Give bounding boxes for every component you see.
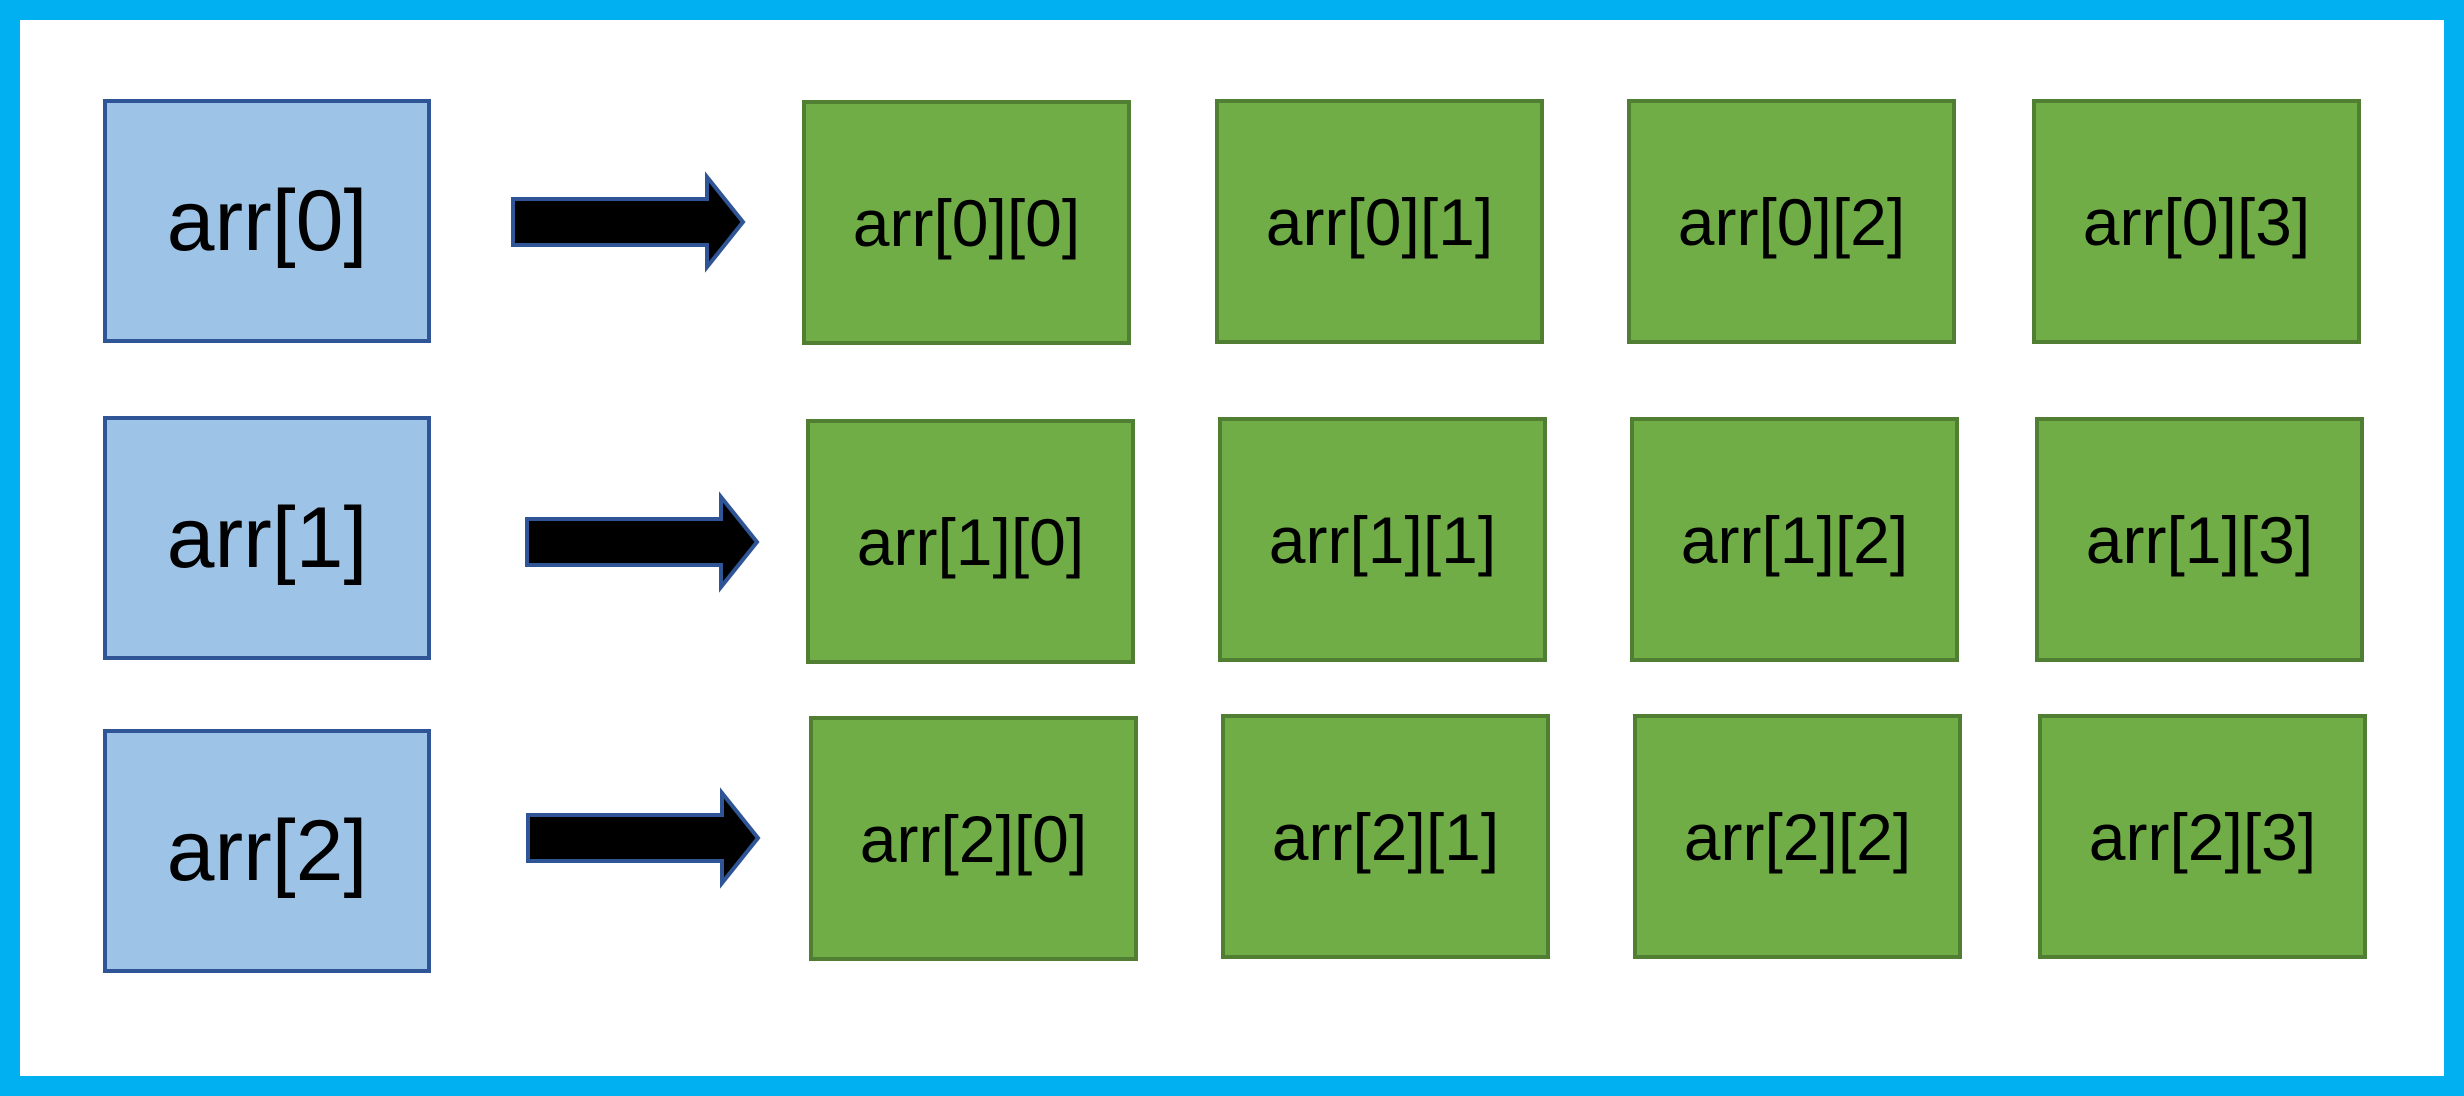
cell-2-3: arr[2][3]	[2038, 714, 2367, 959]
cell-1-3: arr[1][3]	[2035, 417, 2364, 662]
cell-1-1: arr[1][1]	[1218, 417, 1547, 662]
cell-2-0: arr[2][0]	[809, 716, 1138, 961]
row-2-label: arr[2]	[103, 729, 431, 973]
cell-2-1: arr[2][1]	[1221, 714, 1550, 959]
cell-0-0: arr[0][0]	[802, 100, 1131, 345]
row-0-label: arr[0]	[103, 99, 431, 343]
cell-0-1: arr[0][1]	[1215, 99, 1544, 344]
row-0-arrow	[511, 171, 746, 273]
row-2-arrow	[526, 787, 761, 889]
row-1-arrow	[525, 491, 760, 593]
cell-1-2: arr[1][2]	[1630, 417, 1959, 662]
row-1-label: arr[1]	[103, 416, 431, 660]
cell-1-0: arr[1][0]	[806, 419, 1135, 664]
cell-0-2: arr[0][2]	[1627, 99, 1956, 344]
cell-0-3: arr[0][3]	[2032, 99, 2361, 344]
cell-2-2: arr[2][2]	[1633, 714, 1962, 959]
